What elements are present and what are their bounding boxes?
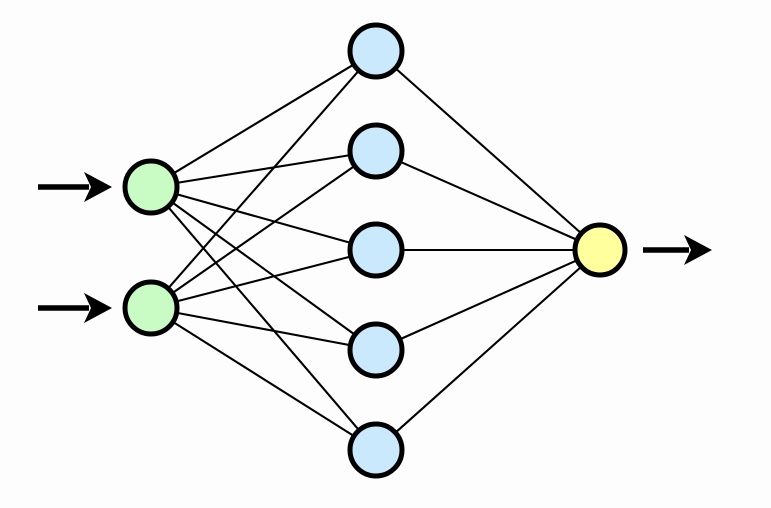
node-h2[interactable] — [347, 122, 405, 180]
output-arrow-1 — [643, 235, 712, 265]
edge-i2-h5 — [170, 320, 357, 438]
edge-i2-h3 — [173, 255, 354, 303]
input-arrow-2-head — [84, 293, 112, 323]
nodes-group — [122, 22, 628, 479]
edge-i1-h2 — [174, 153, 353, 185]
io-arrows-group — [38, 172, 712, 323]
node-h5[interactable] — [347, 421, 405, 479]
edge-h4-o1 — [397, 258, 580, 342]
edge-i1-h3 — [173, 192, 354, 245]
node-h3[interactable] — [347, 221, 405, 279]
node-i2[interactable] — [122, 279, 180, 337]
edges-group — [165, 62, 584, 438]
edge-i1-h5 — [165, 204, 362, 433]
node-o1[interactable] — [572, 222, 628, 278]
input-arrow-1-head — [84, 172, 112, 202]
edge-h1-o1 — [393, 66, 584, 236]
node-h4[interactable] — [347, 321, 405, 379]
edge-i1-h4 — [169, 200, 358, 337]
edge-h2-o1 — [397, 159, 580, 242]
edge-i2-h2 — [170, 163, 357, 296]
edge-h5-o1 — [393, 264, 584, 435]
edge-i2-h1 — [166, 68, 361, 291]
input-arrow-2 — [38, 293, 112, 323]
edge-i2-h4 — [174, 311, 353, 347]
node-i1[interactable] — [122, 158, 180, 216]
input-arrow-1 — [38, 172, 112, 202]
edge-i1-h1 — [170, 62, 357, 176]
output-arrow-1-head — [684, 235, 712, 265]
node-h1[interactable] — [347, 22, 405, 80]
